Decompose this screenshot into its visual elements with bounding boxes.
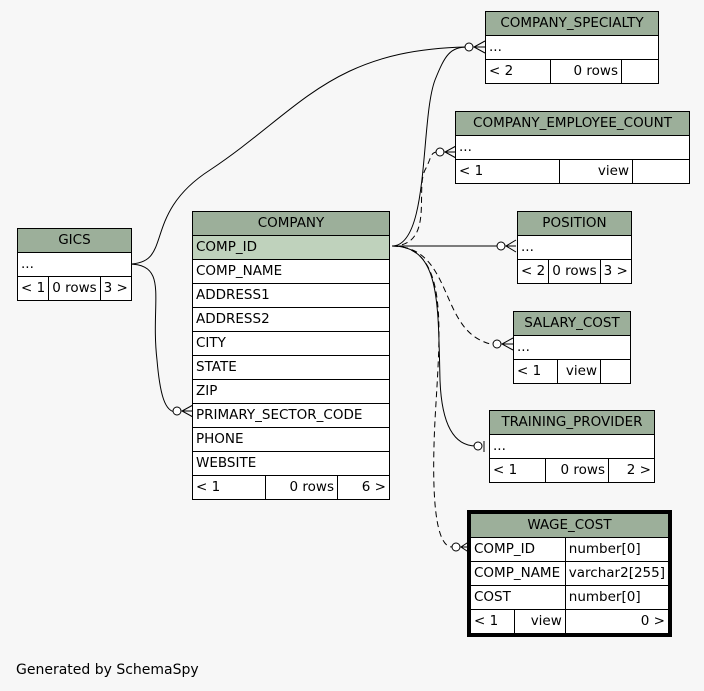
link-company-wage-cost (391, 245, 453, 548)
table-row: ... (17, 252, 132, 277)
row-count: view (557, 359, 601, 384)
parents-count: < 1 (192, 475, 266, 500)
column-comp-name: COMP_NAME (192, 259, 390, 284)
table-row: ... (517, 235, 632, 260)
children-count: 3 > (99, 276, 132, 301)
parents-count: < 2 (516, 259, 550, 284)
column-state: STATE (192, 355, 390, 380)
row-count: 0 rows (48, 276, 101, 301)
table-title: COMPANY_EMPLOYEE_COUNT (455, 111, 690, 136)
row-count: view (559, 159, 633, 184)
column-phone: PHONE (192, 427, 390, 452)
children-count: 2 > (608, 458, 655, 483)
children-count (600, 359, 631, 384)
link-company-company-specialty (391, 46, 469, 247)
parents-count: < 1 (513, 359, 558, 384)
table-title: SALARY_COST (513, 311, 631, 336)
row-count: 0 rows (548, 259, 601, 284)
children-count: 6 > (337, 475, 390, 500)
table-row: ... (489, 434, 655, 459)
parents-count: < 1 (455, 159, 560, 184)
table-title: WAGE_COST (468, 511, 671, 538)
table-title: COMPANY_SPECIALTY (485, 11, 659, 36)
children-count: 3 > (599, 259, 632, 284)
link-company-salary-cost (391, 245, 497, 345)
table-training-provider[interactable]: TRAINING_PROVIDER ... < 1 0 rows 2 > (489, 410, 655, 483)
parents-count: < 1 (489, 458, 546, 483)
link-gics-company-specialty (127, 46, 467, 265)
children-count (621, 59, 659, 84)
table-position[interactable]: POSITION ... < 2 0 rows 3 > (516, 211, 632, 284)
column-type: number[0] (564, 585, 671, 610)
column-type: number[0] (564, 537, 671, 562)
table-row: ... (485, 35, 659, 60)
table-row: ... (513, 335, 631, 360)
row-count: view (514, 609, 566, 636)
column-comp-name: COMP_NAME (468, 561, 566, 586)
parents-count: < 1 (468, 609, 516, 636)
row-count: 0 rows (550, 59, 622, 84)
column-type: varchar2[255] (564, 561, 671, 586)
table-company[interactable]: COMPANY COMP_ID COMP_NAME ADDRESS1 ADDRE… (192, 211, 390, 500)
column-zip: ZIP (192, 379, 390, 404)
table-gics[interactable]: GICS ... < 1 0 rows 3 > (16, 228, 132, 301)
column-address1: ADDRESS1 (192, 283, 390, 308)
table-row: ... (455, 135, 690, 160)
table-title: GICS (17, 228, 132, 253)
link-company-employee-count (391, 151, 439, 247)
column-cost: COST (468, 585, 566, 610)
column-comp-id: COMP_ID (192, 235, 390, 260)
parents-count: < 2 (485, 59, 551, 84)
table-company-employee-count[interactable]: COMPANY_EMPLOYEE_COUNT ... < 1 view (455, 111, 690, 184)
table-wage-cost[interactable]: WAGE_COST COMP_ID number[0] COMP_NAME va… (467, 510, 672, 637)
column-comp-id: COMP_ID (468, 537, 566, 562)
table-title: COMPANY (192, 211, 390, 236)
table-salary-cost[interactable]: SALARY_COST ... < 1 view (513, 311, 631, 384)
column-city: CITY (192, 331, 390, 356)
footer-credit: Generated by SchemaSpy (16, 662, 199, 678)
column-primary-sector-code: PRIMARY_SECTOR_CODE (192, 403, 390, 428)
column-address2: ADDRESS2 (192, 307, 390, 332)
children-count: 0 > (564, 609, 671, 636)
table-title: TRAINING_PROVIDER (489, 410, 655, 435)
link-gics-company (127, 263, 177, 413)
table-company-specialty[interactable]: COMPANY_SPECIALTY ... < 2 0 rows (485, 11, 659, 84)
parents-count: < 1 (16, 276, 50, 301)
link-company-training-provider (391, 245, 477, 447)
column-website: WEBSITE (192, 451, 390, 476)
row-count: 0 rows (265, 475, 338, 500)
row-count: 0 rows (545, 458, 609, 483)
table-title: POSITION (517, 211, 632, 236)
children-count (632, 159, 690, 184)
